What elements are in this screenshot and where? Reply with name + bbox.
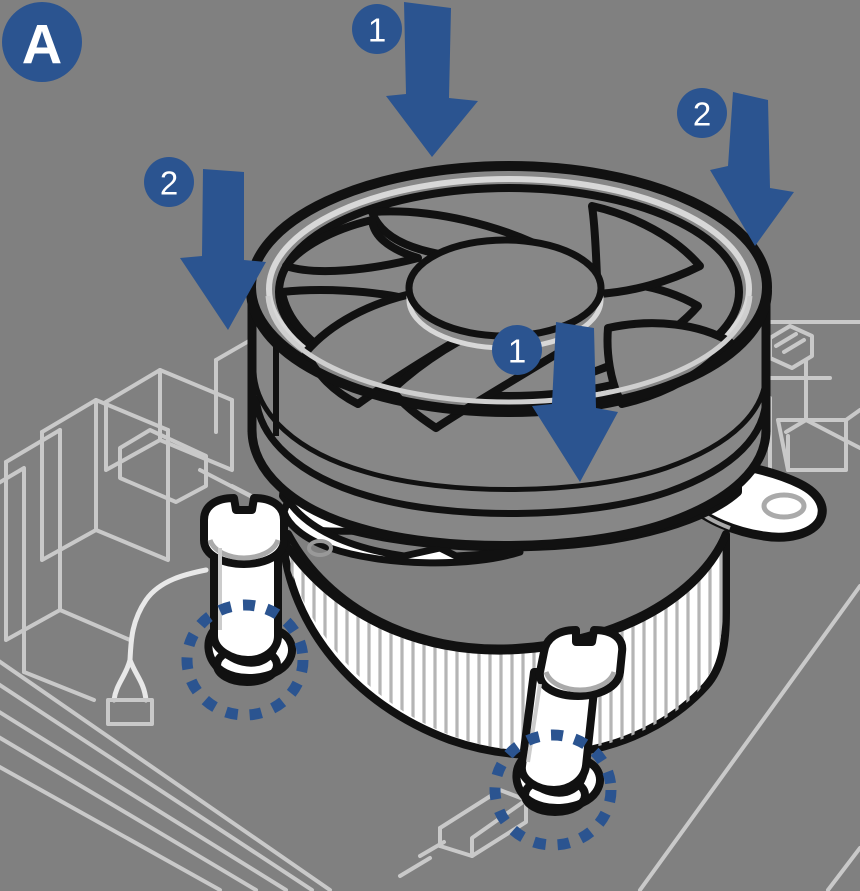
badge-callout-1-top-label: 1: [368, 12, 386, 49]
arrow-top-center: [386, 2, 478, 157]
motherboard-wire: [111, 567, 209, 703]
pushpin-left: [200, 494, 296, 686]
badge-step-a: A: [2, 2, 82, 82]
pcb-traces-right: [638, 584, 860, 891]
badge-step-a-label: A: [22, 13, 62, 76]
badge-callout-2-left-label: 2: [160, 165, 178, 202]
fan-blade: [588, 202, 704, 298]
badge-callout-1-top: 1: [352, 4, 402, 54]
dimm-slots: [0, 368, 234, 702]
badge-callout-2-right-label: 2: [693, 96, 711, 133]
pushpin-highlight-right: [489, 729, 617, 851]
badge-callout-2-left: 2: [144, 157, 194, 207]
fan-shroud-front-lip: [246, 289, 772, 418]
bottom-bracket: [398, 788, 528, 878]
pin-header: [118, 428, 208, 504]
badge-callout-1-mid: 1: [492, 325, 542, 375]
arrow-top-right: [710, 92, 794, 246]
badge-callout-2-right: 2: [677, 88, 727, 138]
badge-callout-1-mid-label: 1: [508, 333, 526, 370]
fan-blade: [282, 216, 422, 276]
pcb-traces: [0, 659, 332, 891]
arrow-left: [180, 169, 266, 330]
wire-connector: [106, 698, 154, 726]
pushpin-highlight-left: [181, 599, 309, 721]
arrow-center: [532, 322, 618, 482]
